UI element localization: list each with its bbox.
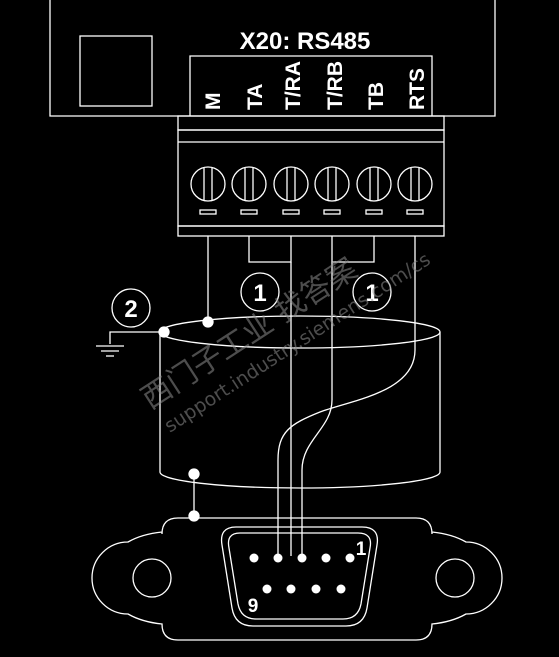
callout-bridge-left-label: 1 <box>253 280 266 307</box>
terminal-label-tb: TB <box>365 82 388 110</box>
terminal-label-tra: T/RA <box>282 61 305 110</box>
callout-bridge-right-label: 1 <box>365 280 378 307</box>
callout-ground-label: 2 <box>124 296 137 323</box>
terminal-block <box>177 115 445 237</box>
terminal-label-rts: RTS <box>406 68 429 110</box>
terminal-label-ta: TA <box>244 84 267 110</box>
terminal-screws <box>190 166 433 215</box>
dsub9-connector <box>91 517 503 641</box>
bridge-trb-tb <box>331 236 375 263</box>
callout-bridge-right <box>352 272 392 312</box>
callout-bridge-left <box>240 272 280 312</box>
watermark: 西门子工业 找答案 support.industry.siemens.com/c… <box>135 249 434 438</box>
ground-icon <box>96 345 124 357</box>
mounting-hole-right <box>435 558 475 598</box>
screw-tra <box>273 166 309 215</box>
pin1-label: 1 <box>356 539 367 560</box>
screw-m <box>190 166 226 215</box>
terminal-bridges <box>248 236 375 263</box>
terminal-labels: M TA T/RA T/RB TB RTS <box>202 61 429 110</box>
screw-trb <box>314 166 350 215</box>
bridge-ta-tra <box>248 236 292 263</box>
screw-ta <box>231 166 267 215</box>
terminal-label-trb: T/RB <box>324 61 347 110</box>
ground-connection <box>96 288 214 357</box>
junction-dot <box>202 316 214 328</box>
mounting-hole-left <box>132 558 172 598</box>
screw-tb <box>356 166 392 215</box>
wires <box>207 236 416 560</box>
device-indicator-square <box>79 35 153 107</box>
connector-pins <box>249 553 355 594</box>
shield-to-housing <box>188 468 200 522</box>
device-title: X20: RS485 <box>240 28 371 55</box>
screw-rts <box>397 166 433 215</box>
terminal-label-m: M <box>202 93 225 111</box>
junction-dot <box>188 510 200 522</box>
pin9-label: 9 <box>248 596 259 617</box>
